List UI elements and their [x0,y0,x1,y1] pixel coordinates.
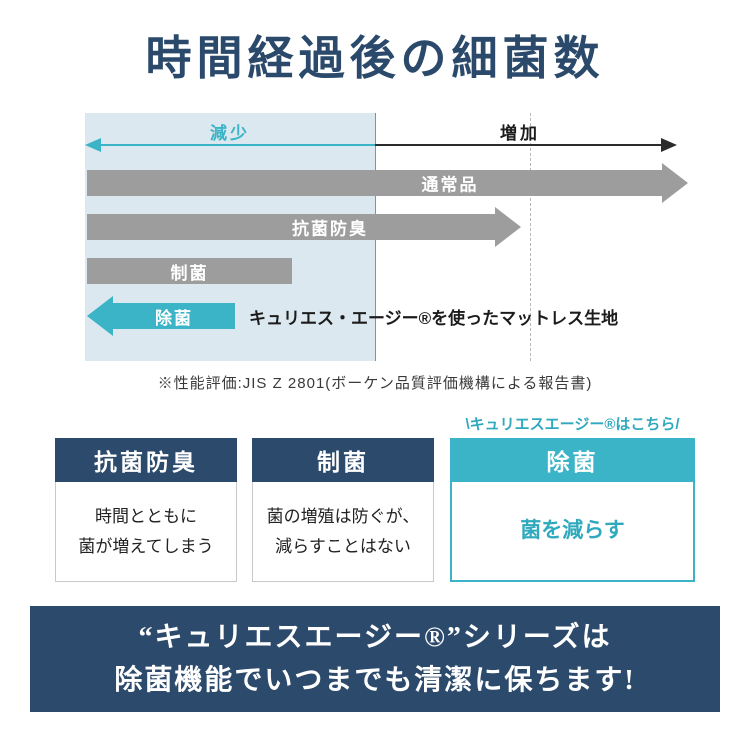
card-header: 抗菌防臭 [55,438,237,482]
axis-arrowhead-right-icon [661,138,677,152]
axis-label-decrease: 減少 [210,124,250,143]
bar-sterilization-body: 除菌 [113,303,235,329]
axis-arrowhead-left-icon [85,138,101,152]
bar-antibacterial-body: 抗菌防臭 [87,214,495,240]
card-header: 制菌 [252,438,434,482]
banner-line-2: 除菌機能でいつまでも清潔に保ちます! [114,665,636,696]
bar-antibacterial-deodorant: 抗菌防臭 [87,207,521,247]
arrowhead-left-icon [87,296,113,336]
card-sterilization: 除菌 菌を減らす [450,438,695,582]
bar-label-normal-product: 通常品 [421,175,479,195]
bar-sterilization: 除菌 キュリエス・エージー®を使ったマットレス生地 [87,296,618,336]
guide-dashed-line [530,113,531,361]
card-bacteriostatic: 制菌 菌の増殖は防ぐが、 減らすことはない [252,438,434,582]
bar-label-antibacterial: 抗菌防臭 [292,219,368,239]
bar-normal-product-body: 通常品 [87,170,662,196]
banner-line-1: “キュリエスエージー®”シリーズは [138,621,612,653]
product-callout: \キュリエスエージー®はこちら/ [465,416,680,433]
card-body: 菌の増殖は防ぐが、 減らすことはない [252,482,434,582]
bottom-banner: “キュリエスエージー®”シリーズは 除菌機能でいつまでも清潔に保ちます! [30,606,720,712]
bar-bacteriostatic-body: 制菌 [87,258,292,284]
evaluation-note: ※性能評価:JIS Z 2801(ボーケン品質評価機構による報告書) [157,375,593,392]
bacteria-time-chart: 減少 増加 通常品 抗菌防臭 制菌 除菌 キ [85,113,690,361]
page-title: 時間経過後の細菌数 [145,33,605,84]
bar-label-sterilization: 除菌 [155,308,193,328]
arrowhead-right-icon [662,163,688,203]
bar-label-bacteriostatic: 制菌 [170,263,209,283]
product-fabric-annotation: キュリエス・エージー®を使ったマットレス生地 [249,308,619,328]
axis-label-increase: 増加 [500,124,540,143]
card-body: 菌を減らす [450,482,695,582]
arrowhead-right-icon [495,207,521,247]
axis-line-left [97,144,375,146]
card-antibacterial-deodorant: 抗菌防臭 時間とともに 菌が増えてしまう [55,438,237,582]
card-body: 時間とともに 菌が増えてしまう [55,482,237,582]
axis-line-right [375,144,661,146]
bar-normal-product: 通常品 [87,163,688,203]
bar-bacteriostatic: 制菌 [87,251,292,291]
card-header: 除菌 [450,438,695,482]
